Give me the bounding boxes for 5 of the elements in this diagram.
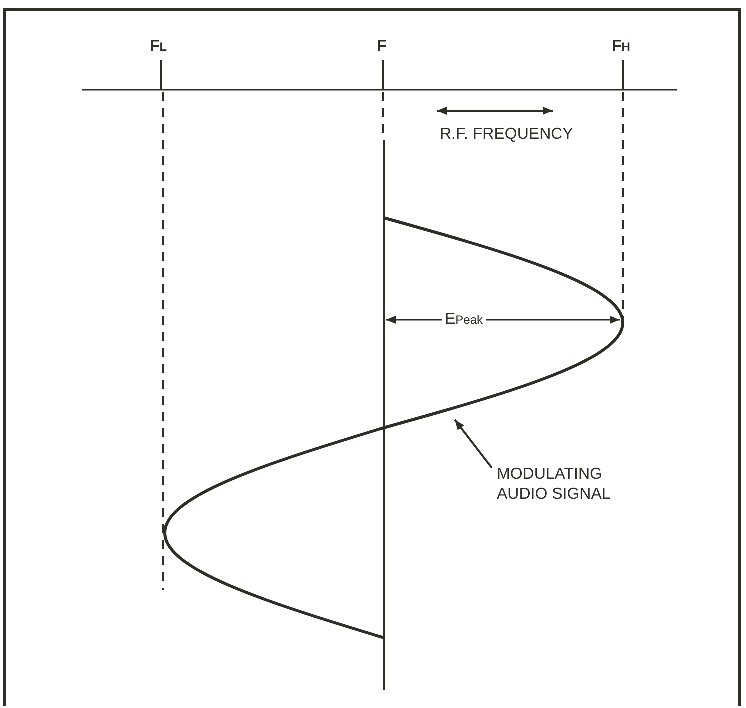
- callout-text: MODULATING AUDIO SIGNAL: [497, 465, 612, 505]
- axis-label: R.F. FREQUENCY: [440, 126, 574, 144]
- sine-wave-curve: [164, 216, 624, 640]
- frequency-label: F: [377, 38, 387, 56]
- leader-line: [454, 419, 493, 469]
